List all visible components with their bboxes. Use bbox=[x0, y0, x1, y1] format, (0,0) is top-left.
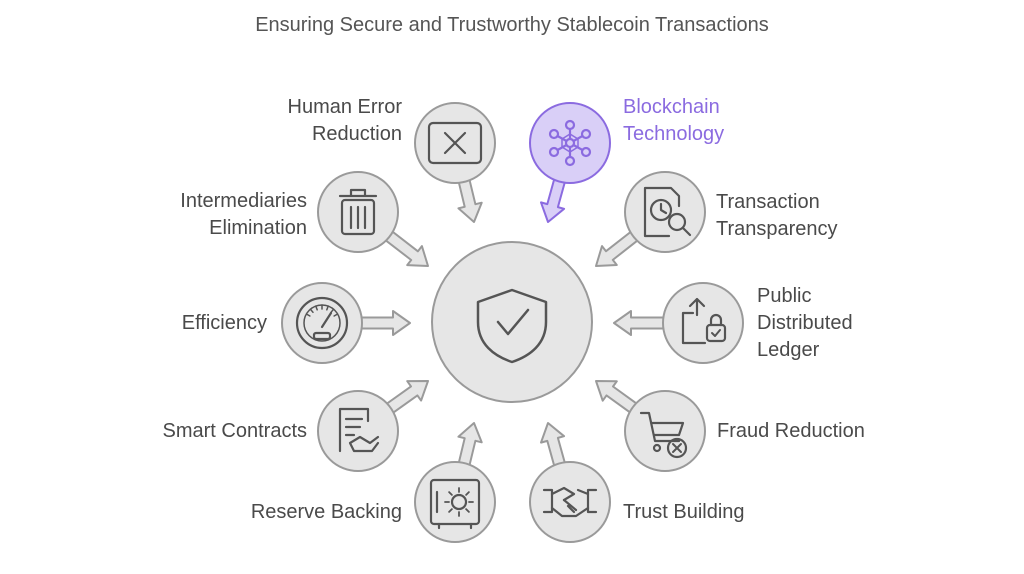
node-fraud-reduction bbox=[624, 390, 706, 472]
node-intermediaries-elimination bbox=[317, 171, 399, 253]
vault-icon bbox=[429, 478, 481, 530]
shield-check-icon bbox=[476, 288, 548, 364]
contract-handshake-icon bbox=[338, 407, 380, 453]
handshake-icon bbox=[542, 486, 598, 518]
node-human-error-reduction bbox=[414, 102, 496, 184]
node-public-distributed-ledger bbox=[662, 282, 744, 364]
node-blockchain-technology bbox=[529, 102, 611, 184]
share-lock-icon bbox=[681, 297, 727, 345]
diagram-title: Ensuring Secure and Trustworthy Stableco… bbox=[255, 14, 769, 36]
cart-cancel-icon bbox=[639, 411, 688, 459]
node-smart-contracts bbox=[317, 390, 399, 472]
node-transaction-transparency bbox=[624, 171, 706, 253]
blockchain-network-icon bbox=[548, 119, 592, 167]
center-node bbox=[431, 241, 593, 403]
node-efficiency bbox=[281, 282, 363, 364]
label-fraud-reduction: Fraud Reduction bbox=[717, 420, 865, 442]
node-reserve-backing bbox=[414, 461, 496, 543]
speedometer-icon bbox=[295, 296, 349, 350]
close-box-icon bbox=[427, 121, 483, 165]
node-trust-building bbox=[529, 461, 611, 543]
label-efficiency: Efficiency bbox=[181, 312, 267, 334]
trash-icon bbox=[338, 188, 378, 236]
label-trust-building: Trust Building bbox=[623, 501, 745, 523]
label-smart-contracts: Smart Contracts bbox=[162, 420, 307, 442]
label-reserve-backing: Reserve Backing bbox=[250, 501, 402, 523]
document-search-icon bbox=[643, 186, 692, 238]
